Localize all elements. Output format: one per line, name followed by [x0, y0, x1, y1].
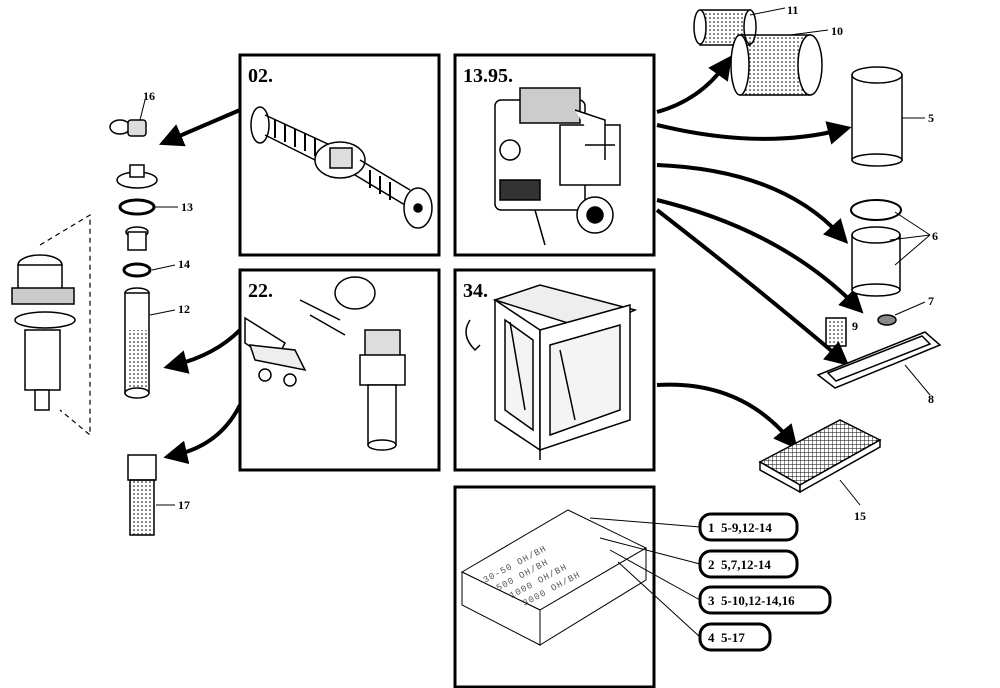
label-6: 6 — [932, 229, 938, 243]
label-15: 15 — [854, 509, 866, 523]
label-8: 8 — [928, 392, 934, 406]
kit-3-parts: 5-10,12-14,16 — [721, 593, 795, 608]
kit-3-number: 3 — [708, 593, 715, 608]
label-9: 9 — [852, 319, 858, 333]
label-11: 11 — [787, 3, 798, 17]
kit-leader-lines — [589, 517, 701, 638]
service-box-icon — [460, 509, 648, 646]
axle-icon — [250, 106, 433, 229]
part-16-plug — [109, 119, 147, 137]
label-10: 10 — [831, 24, 843, 38]
kit-1-parts: 5-9,12-14 — [721, 520, 772, 535]
part-17-breather — [127, 454, 157, 536]
part-14-oring — [122, 262, 152, 278]
engine-icon — [494, 87, 621, 246]
panel-cab[interactable]: 34. — [453, 268, 656, 472]
label-14: 14 — [178, 257, 190, 271]
part-6-seal — [850, 199, 902, 221]
part-9-filter — [825, 317, 847, 347]
label-5: 5 — [928, 111, 934, 125]
label-7: 7 — [928, 294, 934, 308]
hydraulics-icon — [244, 276, 406, 451]
panel-engine[interactable]: 13.95. — [453, 53, 656, 257]
panel-hydraulics[interactable]: 22. — [238, 268, 441, 472]
part-6-fuel-filter — [851, 226, 901, 297]
label-17: 17 — [178, 498, 190, 512]
label-16: 16 — [143, 89, 155, 103]
kit-1-number: 1 — [708, 520, 715, 535]
kit-4-number: 4 — [708, 630, 715, 645]
kit-2[interactable]: 2 5,7,12-14 — [698, 549, 799, 579]
part-7-cap — [877, 314, 897, 326]
part-12-filter-element — [124, 287, 150, 399]
cab-icon — [465, 284, 638, 460]
kit-1[interactable]: 1 5-9,12-14 — [698, 512, 799, 542]
strainer — [125, 226, 149, 251]
part-8-gasket — [816, 331, 942, 389]
kit-2-parts: 5,7,12-14 — [721, 557, 771, 572]
assembly-dashed-outline — [39, 213, 91, 437]
kit-2-number: 2 — [708, 557, 715, 572]
part-15-cab-filter — [758, 419, 882, 494]
arrows — [158, 55, 864, 465]
panel-axle-title: 02. — [248, 65, 273, 87]
label-12: 12 — [178, 302, 190, 316]
part-13-seal — [118, 198, 156, 216]
panel-hydraulics-title: 22. — [248, 280, 273, 302]
part-5-oil-filter — [851, 66, 903, 167]
kit-4[interactable]: 4 5-17 — [698, 622, 772, 652]
panel-engine-title: 13.95. — [463, 65, 513, 87]
panel-cab-title: 34. — [463, 280, 488, 302]
kit-4-parts: 5-17 — [721, 630, 745, 645]
filter-head-assembly — [11, 254, 76, 411]
label-13: 13 — [181, 200, 193, 214]
filler-cap — [116, 164, 158, 189]
kit-3[interactable]: 3 5-10,12-14,16 — [698, 585, 832, 615]
panel-axle[interactable]: 02. — [238, 53, 441, 257]
part-10-11-air-filters — [693, 9, 823, 96]
panel-service-box: 30-50 OH/BH 500 OH/BH 1000 OH/BH 3000 OH… — [453, 485, 656, 688]
